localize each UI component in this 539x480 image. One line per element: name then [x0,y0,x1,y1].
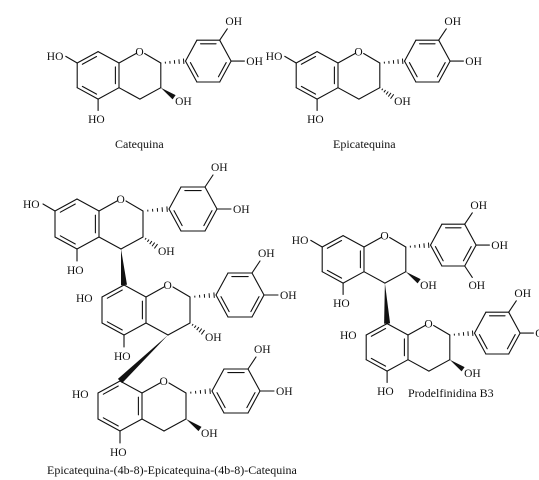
ring-oxygen-label: O [380,231,388,243]
hydroxyl-7-label: HO [292,235,309,247]
hashed-wedge-bond [190,388,211,394]
hydroxyl-5-label: HO [114,351,131,363]
ring-oxygen-label: O [117,194,125,206]
hashed-wedge-bond [453,330,474,336]
hydroxyl-7-label: HO [72,389,89,401]
hydroxyl-4prime-label: OH [465,56,482,68]
hydroxyl-3-label: OH [205,332,222,344]
hydroxyl-3-label: OH [464,368,481,380]
hydroxyl-7-label: HO [23,199,40,211]
structure-prodelfinidina: OHOHOOHOHOHOHOHOOHOHOHHOProdelfinidina B… [292,200,539,400]
hydroxyl-3prime-label: OH [254,344,271,356]
ring-oxygen-label: O [135,47,143,59]
hashed-wedge-bond [409,242,430,248]
hydroxyl-3prime-label: OH [211,162,228,174]
hydroxyl-4prime-label: OH [233,204,250,216]
ring-oxygen-label: O [160,376,168,388]
hydroxyl-3-label: OH [158,246,175,258]
hydroxyl-5-label: HO [307,114,324,126]
hydroxyl-3-label: OH [394,96,411,108]
structure-catequina: O HO HO OH OH OH Catequina [47,16,263,151]
ring-oxygen-label: O [164,280,172,292]
interflavan-4-8-bond [117,335,168,384]
hashed-wedge-bond [147,206,168,212]
hydroxyl-4prime-label: OH [276,386,293,398]
interflavan-4-8-bond [384,283,391,324]
structure-caption: Epicatequina [333,137,396,151]
hydroxyl-7-label: HO [340,330,357,342]
wedge-bond-3-hydroxyl [186,419,202,432]
structure-epicatequina: O HO HO OH OH OH Epicatequina [266,16,482,151]
hydroxyl-5-label: HO [377,386,394,398]
structure-trimer: OHOHOOHOHOHOHOOHOHOHHOOHOOHOHOHHOEpicate… [23,162,298,477]
hydroxyl-4prime-label: OH [280,290,297,302]
hashed-wedge-bond [194,292,215,298]
hydroxyl-5prime-label: OH [469,280,486,292]
hydroxyl-5-label: HO [333,298,350,310]
hydroxyl-7-label: HO [76,293,93,305]
hydroxyl-7-label: HO [266,51,283,63]
hashed-wedge-bond [191,323,205,335]
hydroxyl-3prime-label: OH [470,200,487,212]
hydroxyl-4prime-label: OH [246,56,263,68]
interflavan-4-8-bond [121,249,127,286]
structure-caption: Prodelfinidina B3 [408,386,494,400]
hydroxyl-4prime-label: OH [535,328,539,340]
hydroxyl-7-label: HO [47,51,64,63]
hydroxyl-3prime-label: OH [514,288,531,300]
hashed-wedge-bond [381,88,395,100]
wedge-bond-3-hydroxyl [405,271,421,284]
structure-caption: Catequina [115,137,164,151]
wedge-bond-3-hydroxyl [160,87,176,100]
ring-oxygen-label: O [354,47,362,59]
structure-caption: Epicatequina-(4b-8)-Epicatequina-(4b-8)-… [47,463,298,477]
hashed-wedge-bond [144,237,158,249]
hydroxyl-3prime-label: OH [258,248,275,260]
hydroxyl-3-label: OH [175,96,192,108]
hydroxyl-3prime-label: OH [444,16,461,28]
hydroxyl-3-label: OH [201,428,218,440]
hydroxyl-5-label: HO [110,447,127,459]
hydroxyl-4prime-label: OH [491,240,508,252]
hydroxyl-5-label: HO [88,114,105,126]
hydroxyl-3prime-label: OH [225,16,242,28]
hashed-wedge-bond [383,58,404,64]
wedge-bond-3-hydroxyl [449,359,465,372]
ring-oxygen-label: O [424,319,432,331]
hydroxyl-5-label: HO [67,265,84,277]
hydroxyl-3-label: OH [420,280,437,292]
hashed-wedge-bond [164,58,185,64]
